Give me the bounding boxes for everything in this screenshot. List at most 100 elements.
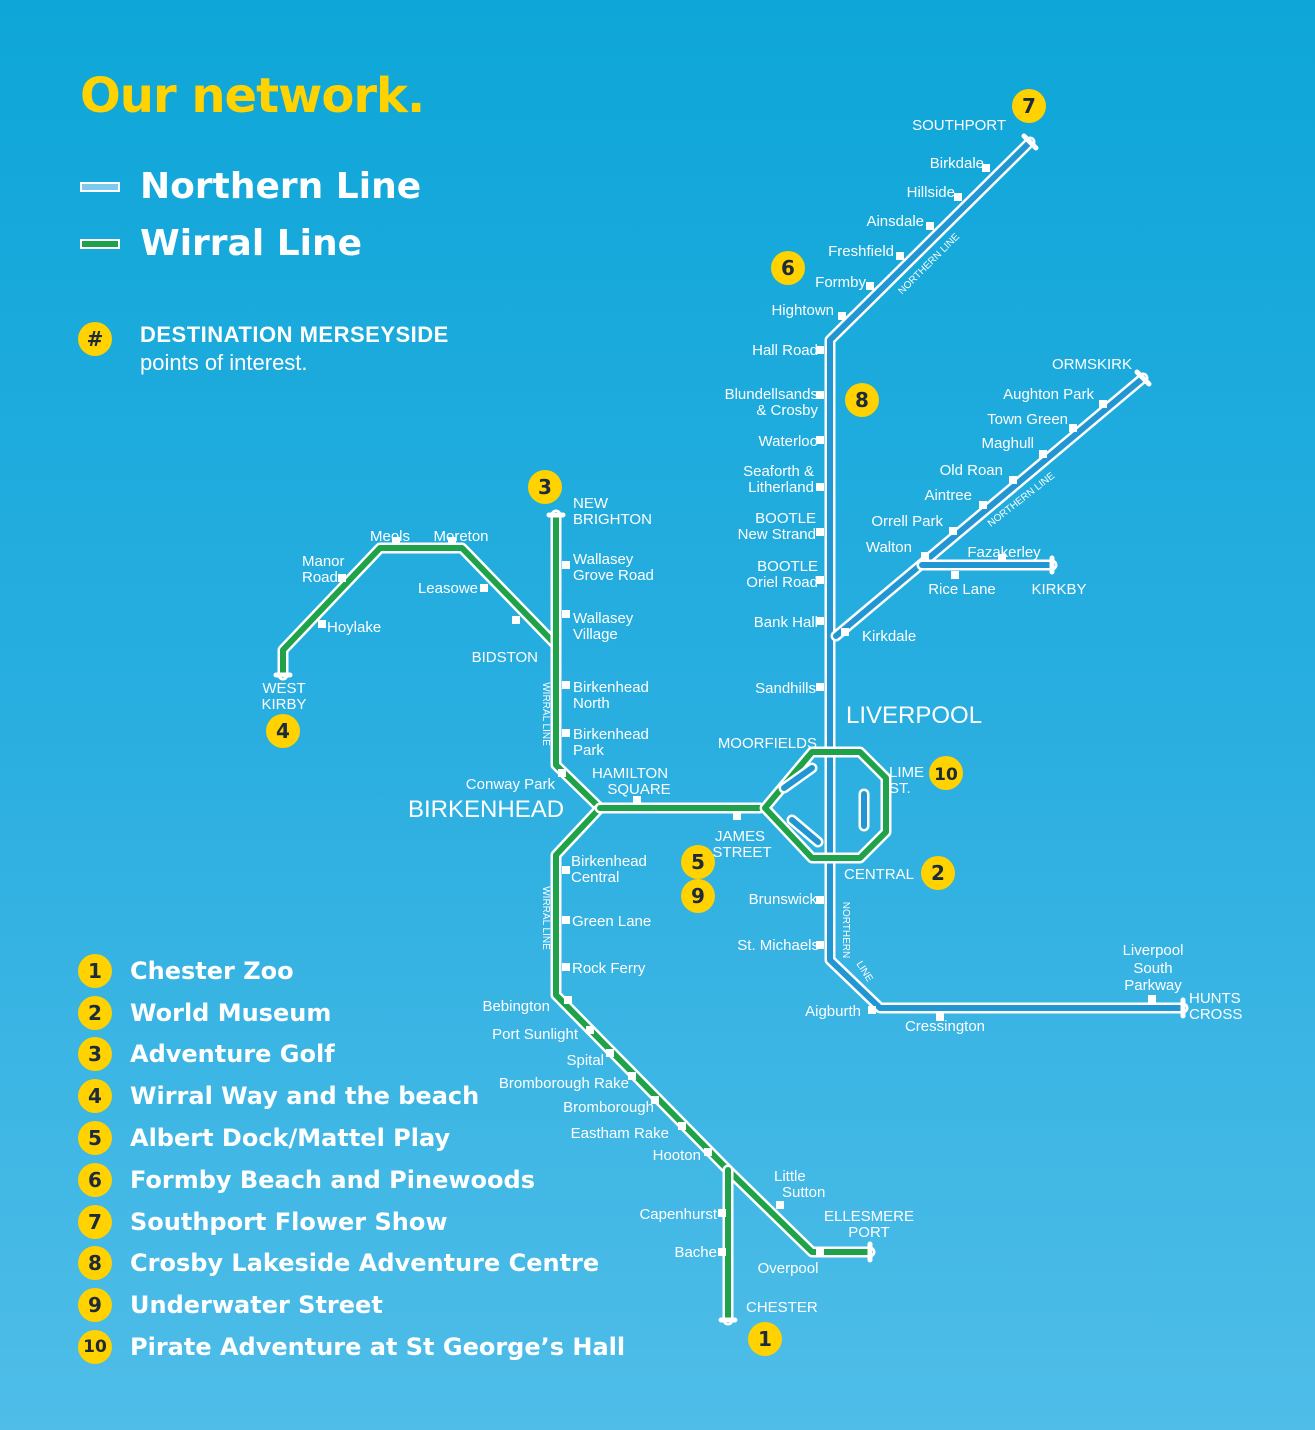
poi-marker-number: 6 (781, 256, 795, 280)
destination-number-badge: 3 (78, 1037, 112, 1072)
station-tick (678, 1122, 686, 1130)
poi-legend-title: DESTINATION MERSEYSIDE (140, 322, 449, 347)
poi-marker-2[interactable]: 2 (921, 856, 955, 890)
poi-marker-7[interactable]: 7 (1012, 89, 1046, 123)
poi-marker-4[interactable]: 4 (266, 714, 300, 748)
station-tick (816, 483, 824, 491)
station-label-birkenhead-north-1: Birkenhead (573, 679, 649, 696)
station-label-wallasey-village-1: Wallasey (573, 610, 634, 627)
station-label-birkdale: Birkdale (930, 155, 984, 172)
legend-northern-line: Northern Line (80, 166, 421, 207)
destination-name: Wirral Way and the beach (130, 1082, 480, 1111)
station-tick (816, 346, 824, 354)
poi-legend: # DESTINATION MERSEYSIDE points of inter… (78, 322, 449, 376)
poi-marker-number: 1 (758, 1327, 772, 1351)
poi-marker-8[interactable]: 8 (845, 383, 879, 417)
station-label-southport: SOUTHPORT (912, 117, 1006, 134)
station-tick (718, 1248, 726, 1256)
line-label-wirral-line: WIRRAL LINE (540, 682, 551, 746)
station-label-liverpool-south-parkway-3: Parkway (1124, 977, 1182, 994)
station-label-rock-ferry: Rock Ferry (572, 960, 646, 977)
station-tick (562, 963, 570, 971)
station-label-ormskirk: ORMSKIRK (1052, 356, 1132, 373)
station-tick (633, 796, 641, 804)
poi-marker-number: 3 (538, 475, 552, 499)
station-label-bebington: Bebington (482, 998, 550, 1015)
station-label-new-brighton-2: BRIGHTON (573, 511, 652, 528)
northern-line-swatch (80, 181, 120, 192)
poi-marker-1[interactable]: 1 (748, 1322, 782, 1356)
destination-number-badge: 4 (78, 1079, 112, 1114)
station-label-rice-lane: Rice Lane (928, 581, 996, 598)
station-label-liverpool-south-parkway-1: Liverpool (1123, 942, 1184, 959)
station-label-bank-hall: Bank Hall (754, 614, 818, 631)
station-label-sandhills: Sandhills (755, 680, 816, 697)
poi-marker-number: 5 (691, 850, 705, 874)
station-label-hillside: Hillside (907, 184, 955, 201)
station-tick (586, 1026, 594, 1034)
poi-marker-circle (748, 1322, 782, 1356)
station-tick (954, 193, 962, 201)
station-tick (1148, 995, 1156, 1003)
station-tick (866, 282, 874, 290)
poi-marker-9[interactable]: 9 (681, 879, 715, 913)
destination-number-badge: 6 (78, 1162, 112, 1197)
line-label-wirral-line: WIRRAL LINE (540, 886, 551, 950)
station-tick (480, 584, 488, 592)
station-label-seaforth-2: Litherland (748, 479, 814, 496)
station-label-bootle-ns-2: New Strand (738, 526, 816, 543)
station-tick (564, 996, 572, 1004)
station-label-birkenhead-central-1: Birkenhead (571, 853, 647, 870)
station-tick (816, 576, 824, 584)
station-tick (936, 1013, 944, 1021)
destination-number-badge: 9 (78, 1288, 112, 1323)
poi-marker-number: 10 (934, 765, 958, 785)
destination-number-badge: 10 (78, 1330, 112, 1365)
destination-item: 4 Wirral Way and the beach (78, 1075, 625, 1117)
station-tick (562, 681, 570, 689)
station-label-overpool: Overpool (758, 1260, 819, 1277)
northern-loop-shaft-b (789, 817, 821, 845)
legend-wirral-line: Wirral Line (80, 223, 362, 264)
station-label-birkenhead-central-2: Central (571, 869, 619, 886)
destination-number-badge: 5 (78, 1121, 112, 1156)
destination-number-badge: 1 (78, 953, 112, 988)
poi-marker-3[interactable]: 3 (528, 470, 562, 504)
poi-badge-icon: # (78, 322, 112, 356)
poi-marker-number: 8 (855, 388, 869, 412)
ormskirk-end-cap (1134, 369, 1152, 387)
station-label-west-kirby-2: KIRBY (261, 696, 306, 713)
station-tick (816, 896, 824, 904)
route-lines (273, 133, 1189, 1326)
poi-marker-circle (929, 756, 963, 790)
destination-name: World Museum (130, 998, 332, 1027)
station-tick (921, 552, 929, 560)
station-label-wallasey-grove-road-1: Wallasey (573, 551, 634, 568)
station-label-ellesmere-port-2: PORT (848, 1224, 889, 1241)
legend-label: Wirral Line (140, 223, 363, 264)
station-label-lime-st-1: LIME (889, 764, 924, 781)
station-label-blundellsands-2: & Crosby (756, 402, 818, 419)
station-label-ellesmere-port-1: ELLESMERE (824, 1208, 914, 1225)
poi-marker-5[interactable]: 5 (681, 845, 715, 879)
station-label-chester: CHESTER (746, 1299, 818, 1316)
station-label-new-brighton-1: NEW (573, 495, 609, 512)
station-tick (979, 501, 987, 509)
station-ticks (318, 164, 1156, 1256)
station-tick (841, 628, 849, 636)
poi-marker-10[interactable]: 10 (929, 756, 963, 790)
destination-number-badge: 2 (78, 995, 112, 1030)
wirral-new-brighton-branch (553, 512, 603, 811)
poi-marker-number: 2 (931, 861, 945, 885)
station-label-spital: Spital (566, 1052, 604, 1069)
poi-marker-6[interactable]: 6 (771, 251, 805, 285)
station-label-port-sunlight: Port Sunlight (492, 1026, 579, 1043)
wirral-line-swatch (80, 238, 120, 249)
destination-name: Southport Flower Show (130, 1207, 448, 1236)
station-label-hall-road: Hall Road (752, 342, 818, 359)
station-tick (651, 1096, 659, 1104)
